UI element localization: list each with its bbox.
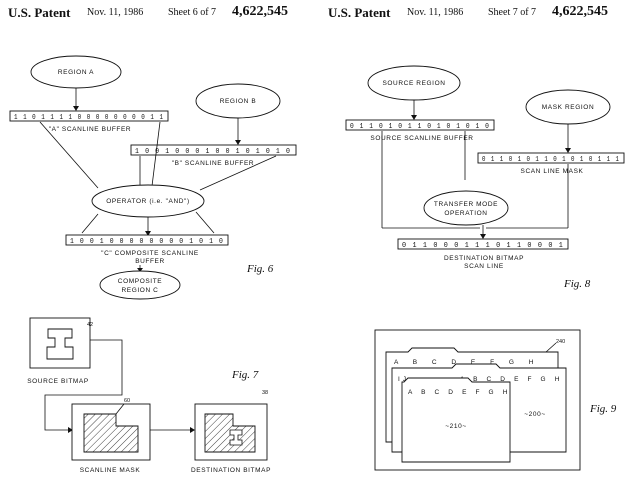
figure-8-9-drawing: SOURCE REGION MASK REGION 0 1 1 0 1 0 1 …	[345, 65, 625, 471]
arrow-head	[411, 115, 417, 120]
destination-i-shape	[229, 429, 243, 446]
folder-200-letters: A B C D E F G H	[460, 376, 560, 383]
arrow-head	[190, 427, 195, 433]
patent-date: Nov. 11, 1986	[87, 7, 144, 18]
fig-7-label: Fig. 7	[231, 369, 259, 381]
fig-6-label: Fig. 6	[246, 263, 274, 275]
folder-200-prefix: I J	[398, 376, 407, 383]
arrow-head	[480, 234, 486, 239]
a-buffer-bits: 1 1 0 1 1 1 1 0 0 0 0 0 0 0 0 1 1	[14, 114, 164, 122]
patent-date: Nov. 11, 1986	[407, 7, 464, 18]
composite-label-line2: REGION C	[122, 287, 159, 294]
composite-region-ellipse	[99, 270, 181, 300]
connector-source-mask	[44, 339, 123, 431]
c-buffer-bits: 1 0 0 1 0 0 0 0 0 0 0 0 1 0 1 0	[70, 238, 224, 246]
operator-label: OPERATOR (i.e. "AND")	[106, 198, 189, 205]
ref-240-leader	[545, 342, 557, 353]
c-buffer-label-line2: BUFFER	[135, 258, 165, 265]
source-scanline-buffer	[345, 119, 495, 131]
fig-9-label: Fig. 9	[589, 403, 617, 415]
transfer-mode-ellipse	[423, 190, 509, 226]
arrow-head	[145, 231, 151, 236]
sheet-number: Sheet 7 of 7	[488, 7, 537, 18]
scanline-mask-label: SCANLINE MASK	[80, 467, 141, 474]
ref-240: 240	[556, 339, 565, 345]
sheet-number: Sheet 6 of 7	[168, 7, 217, 18]
arrow-head	[73, 106, 79, 111]
folder-210-letters: A B C D E F G H	[408, 389, 508, 396]
patent-sheet-6: U.S. Patent Nov. 11, 1986 Sheet 6 of 7 4…	[0, 4, 320, 474]
sheet-header: U.S. Patent Nov. 11, 1986 Sheet 6 of 7 4…	[0, 4, 320, 24]
figure-7: 42 SOURCE BITMAP 60 SCANLINE MASK 38	[27, 317, 271, 474]
patent-number: 4,622,545	[552, 4, 608, 19]
region-b-label: REGION B	[220, 98, 257, 105]
connector-a-operator	[151, 121, 161, 187]
mask-buffer-label: SCAN LINE MASK	[521, 168, 584, 175]
arrow-head	[68, 427, 73, 433]
connector-b-operator	[199, 155, 277, 191]
folder-240-letters: A B C D E F G H	[394, 359, 534, 366]
connector-operator-c	[195, 211, 215, 234]
b-buffer-label: "B" SCANLINE BUFFER	[172, 160, 254, 167]
destination-label-line2: SCAN LINE	[464, 263, 504, 270]
destination-bitmap-label: DESTINATION BITMAP	[191, 467, 271, 474]
patent-title: U.S. Patent	[328, 5, 391, 20]
folder-210	[401, 377, 511, 463]
region-a-label: REGION A	[58, 69, 94, 76]
a-buffer-label: "A" SCANLINE BUFFER	[49, 126, 131, 133]
destination-buffer-bits: 0 1 1 0 0 0 1 1 1 0 1 1 0 0 0 1	[402, 242, 564, 250]
arrow-head	[235, 140, 241, 145]
destination-ref-number: 38	[262, 390, 268, 396]
patent-number: 4,622,545	[232, 4, 288, 19]
scan-line-mask-buffer	[477, 152, 625, 164]
mask-ref-leader	[115, 403, 125, 415]
ref-210: ~210~	[445, 423, 466, 430]
source-region-label: SOURCE REGION	[382, 80, 445, 87]
connector-operator-c	[81, 213, 99, 234]
figure-6: REGION A REGION B 1 1 0 1 1 1 1 0 0 0 0 …	[9, 55, 297, 300]
connector-a-operator	[39, 121, 99, 189]
mask-ref-number: 60	[124, 398, 130, 404]
mask-buffer-bits: 0 1 1 0 1 0 1 1 0 1 0 1 0 1 1 1	[482, 156, 620, 164]
destination-label-line1: DESTINATION BITMAP	[444, 255, 524, 262]
patent-title: U.S. Patent	[8, 5, 71, 20]
figure-8: SOURCE REGION MASK REGION 0 1 1 0 1 0 1 …	[345, 65, 625, 290]
ref-200: ~200~	[524, 411, 545, 418]
fig-8-label: Fig. 8	[563, 278, 591, 290]
arrow-head	[565, 148, 571, 153]
source-buffer-bits: 0 1 1 0 1 0 1 1 0 1 0 1 0 1 0	[350, 123, 490, 131]
sheet-header: U.S. Patent Nov. 11, 1986 Sheet 7 of 7 4…	[320, 4, 640, 24]
arrow-head	[137, 268, 143, 272]
b-buffer-bits: 1 0 0 1 0 0 0 1 0 0 1 0 1 0 1 0	[135, 148, 291, 156]
transfer-mode-label-line2: OPERATION	[444, 210, 487, 217]
b-scanline-buffer	[130, 144, 297, 156]
destination-scanline-buffer	[397, 238, 569, 250]
c-composite-buffer	[65, 234, 229, 246]
a-scanline-buffer	[9, 110, 169, 122]
figure-6-7-drawing: REGION A REGION B 1 1 0 1 1 1 1 0 0 0 0 …	[9, 55, 297, 474]
mask-region-label: MASK REGION	[542, 104, 594, 111]
source-bitmap-label: SOURCE BITMAP	[27, 378, 89, 385]
source-bitmap-shape	[46, 328, 74, 360]
c-buffer-label-line1: "C" COMPOSITE SCANLINE	[101, 250, 199, 257]
composite-label-line1: COMPOSITE	[118, 278, 162, 285]
transfer-mode-label-line1: TRANSFER MODE	[434, 201, 498, 208]
figure-9: A B C D E F G H 240 I J A B C D E F G H …	[374, 329, 617, 471]
patent-sheet-7: U.S. Patent Nov. 11, 1986 Sheet 7 of 7 4…	[320, 0, 640, 480]
source-buffer-label: SOURCE SCANLINE BUFFER	[370, 135, 473, 142]
source-ref-number: 42	[87, 322, 93, 328]
